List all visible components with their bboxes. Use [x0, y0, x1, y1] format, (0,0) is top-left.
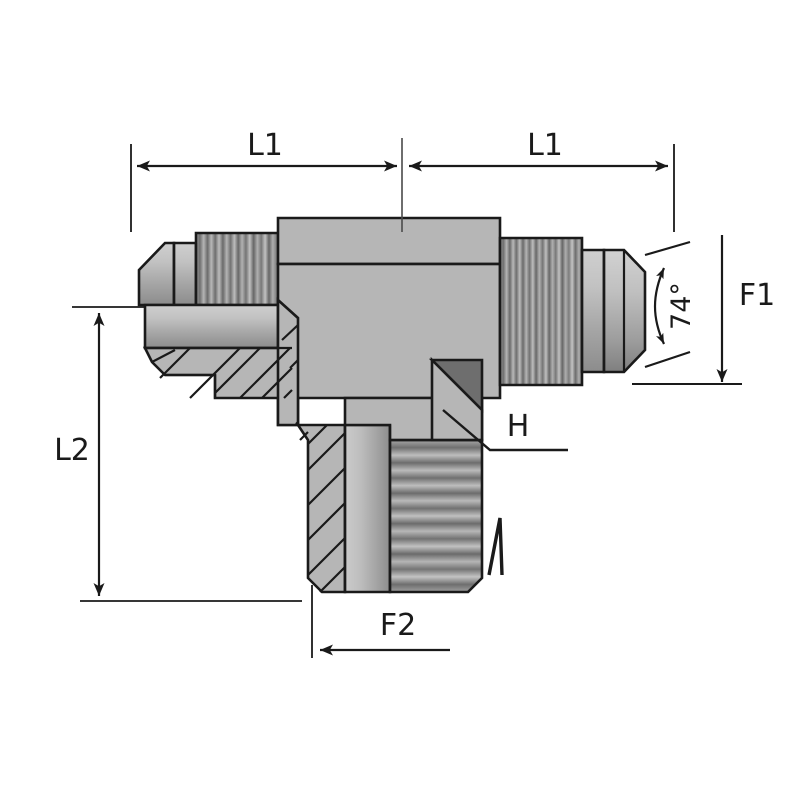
- section-hatching: [151, 324, 346, 593]
- fitting-part: [137, 216, 647, 594]
- bottom-leg-bore-band: [343, 423, 392, 594]
- l1-right-label: L1: [527, 128, 563, 163]
- f1-label: F1: [739, 278, 775, 313]
- right-thread-section: [498, 236, 584, 387]
- bottom-leg-thread-section: [388, 438, 484, 594]
- right-collar: [580, 248, 606, 374]
- bottom-female-leg: [295, 356, 484, 594]
- left-lower-shoulder: [143, 303, 294, 350]
- f2-label: F2: [380, 608, 416, 643]
- left-male-thread-arm: [137, 231, 294, 350]
- flare-angle-lower-leg: [644, 350, 691, 369]
- surface-finish-mark-icon: [487, 517, 504, 576]
- flare-angle-label: 74°: [666, 282, 697, 330]
- dimension-flare-angle: 74°: [644, 240, 697, 369]
- flare-angle-upper-leg: [644, 240, 691, 257]
- body-top-block: [276, 216, 502, 266]
- dimension-f2: F2: [311, 585, 450, 658]
- h-label: H: [507, 409, 530, 444]
- dimension-l2: L2: [54, 306, 302, 602]
- l1-left-label: L1: [247, 128, 283, 163]
- part-contour-lines: [145, 243, 626, 592]
- dimension-f1: F1: [632, 235, 775, 385]
- dimension-l1-right: L1: [409, 128, 675, 232]
- h-leader-line: [442, 409, 568, 452]
- dimension-l1-left: L1: [130, 128, 397, 232]
- dimension-h: H: [442, 409, 568, 452]
- l2-label: L2: [54, 433, 90, 468]
- left-collar: [172, 241, 198, 307]
- flare-angle-arc: [653, 267, 666, 345]
